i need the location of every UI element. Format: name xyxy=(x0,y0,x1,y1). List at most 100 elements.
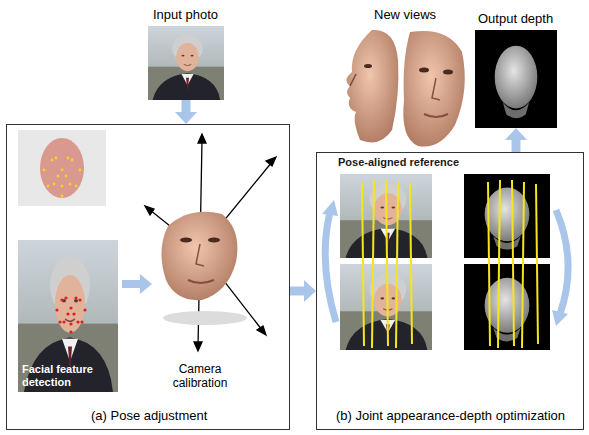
new-view-faces xyxy=(346,30,464,147)
arrow-shaft xyxy=(182,100,191,113)
face-model-with-landmarks xyxy=(47,185,50,188)
panel-caption: (b) Joint appearance-depth optimization xyxy=(336,408,565,423)
correspondence-lines xyxy=(522,182,524,348)
detection-photo xyxy=(74,296,77,299)
flow-arrow xyxy=(122,280,140,288)
face-model-with-landmarks xyxy=(67,157,70,160)
textured-face-model xyxy=(188,280,214,283)
image-heading: New views xyxy=(374,7,436,22)
textured-face-model xyxy=(161,212,237,300)
iteration-arrows xyxy=(322,200,568,326)
input-photo xyxy=(148,26,224,100)
face-model-with-landmarks xyxy=(51,159,54,162)
detection-photo xyxy=(66,312,69,315)
detection-photo xyxy=(62,320,65,323)
new-view-faces xyxy=(403,31,465,147)
output-depth-map xyxy=(475,30,557,128)
image-box: Output depth xyxy=(475,30,557,128)
face-model-with-landmarks xyxy=(61,169,64,172)
iteration-arrows xyxy=(556,210,568,314)
flow-arrow xyxy=(505,128,527,152)
detection-photo xyxy=(83,308,86,311)
detection-photo xyxy=(78,298,81,301)
correspondence-lines xyxy=(410,184,412,344)
output-depth-map xyxy=(475,30,557,128)
arrow-head xyxy=(505,128,527,140)
correspondence-lines xyxy=(498,180,500,348)
correspondence-lines xyxy=(512,180,514,346)
new-view-faces xyxy=(419,68,429,73)
face-model-with-landmarks xyxy=(40,138,84,198)
flow-arrow xyxy=(140,274,152,294)
shadow xyxy=(163,311,247,325)
face-model-with-landmarks xyxy=(43,169,46,172)
textured-face-model xyxy=(180,238,192,243)
new-view-faces xyxy=(346,30,398,143)
panel-box: (b) Joint appearance-depth optimization xyxy=(316,152,584,430)
image-heading: Input photo xyxy=(153,7,218,22)
face-model-with-landmarks xyxy=(43,157,82,198)
correspondence-lines xyxy=(372,180,374,348)
image-box: New views xyxy=(342,26,468,146)
detection-photo xyxy=(80,320,83,323)
camera-axes xyxy=(198,134,206,143)
face-model-with-landmarks xyxy=(65,175,68,178)
image-heading: Output depth xyxy=(478,11,553,26)
detection-photo xyxy=(72,312,75,315)
face-model-with-landmarks xyxy=(61,195,64,198)
annotation-label: Pose-aligned reference xyxy=(338,156,459,169)
detection-photo xyxy=(55,296,86,333)
new-view-faces xyxy=(424,114,448,117)
depth-maps xyxy=(464,174,550,350)
detection-photo xyxy=(69,322,72,325)
camera-axes xyxy=(266,157,276,166)
arrow-shaft xyxy=(290,287,305,296)
arrow-head xyxy=(304,280,316,302)
face-model-with-landmarks xyxy=(55,157,58,160)
textured-face-model xyxy=(196,244,204,266)
shadow xyxy=(163,311,247,325)
detection-photo xyxy=(58,320,61,323)
face-model-with-landmarks xyxy=(18,130,106,206)
new-view-faces xyxy=(350,74,356,86)
detection-photo xyxy=(69,330,72,333)
flow-arrow xyxy=(122,274,152,294)
detection-photo xyxy=(69,306,72,309)
correspondence-lines xyxy=(488,182,490,346)
flow-arrow xyxy=(290,280,316,302)
camera-axes xyxy=(145,206,154,215)
new-view-faces xyxy=(432,78,440,100)
face-model-with-landmarks xyxy=(57,175,60,178)
reference-photos xyxy=(340,264,432,350)
arrow-shaft xyxy=(512,139,521,152)
detection-photo xyxy=(76,320,79,323)
input-photo xyxy=(148,26,224,100)
detection-photo xyxy=(18,240,118,392)
correspondence-lines xyxy=(386,180,388,346)
panel-caption: (a) Pose adjustment xyxy=(91,408,207,423)
correspondence-lines xyxy=(362,182,364,346)
textured-face-model xyxy=(161,212,237,300)
new-view-faces xyxy=(364,64,372,68)
iteration-arrows xyxy=(325,212,336,322)
correspondence-lines xyxy=(536,184,538,344)
face-model-with-landmarks xyxy=(61,185,64,188)
detection-photo xyxy=(18,240,118,392)
camera-axes xyxy=(145,134,276,351)
detection-photo xyxy=(55,308,58,311)
arrow-head xyxy=(175,112,197,124)
detection-photo xyxy=(60,298,63,301)
correspondence-lines xyxy=(396,182,398,348)
face-model-with-landmarks xyxy=(69,183,72,186)
new-view-faces xyxy=(443,70,453,75)
flow-arrow xyxy=(175,100,197,124)
image-box: Input photo xyxy=(148,26,224,100)
reference-photos xyxy=(340,174,432,350)
face-model-with-landmarks xyxy=(75,185,78,188)
iteration-arrows xyxy=(322,200,338,216)
textured-face-model xyxy=(208,238,220,243)
face-model-with-landmarks xyxy=(18,130,106,206)
face-model-with-landmarks xyxy=(53,183,56,186)
annotation-label: Camera calibration xyxy=(158,362,242,391)
camera-axes xyxy=(257,326,266,335)
